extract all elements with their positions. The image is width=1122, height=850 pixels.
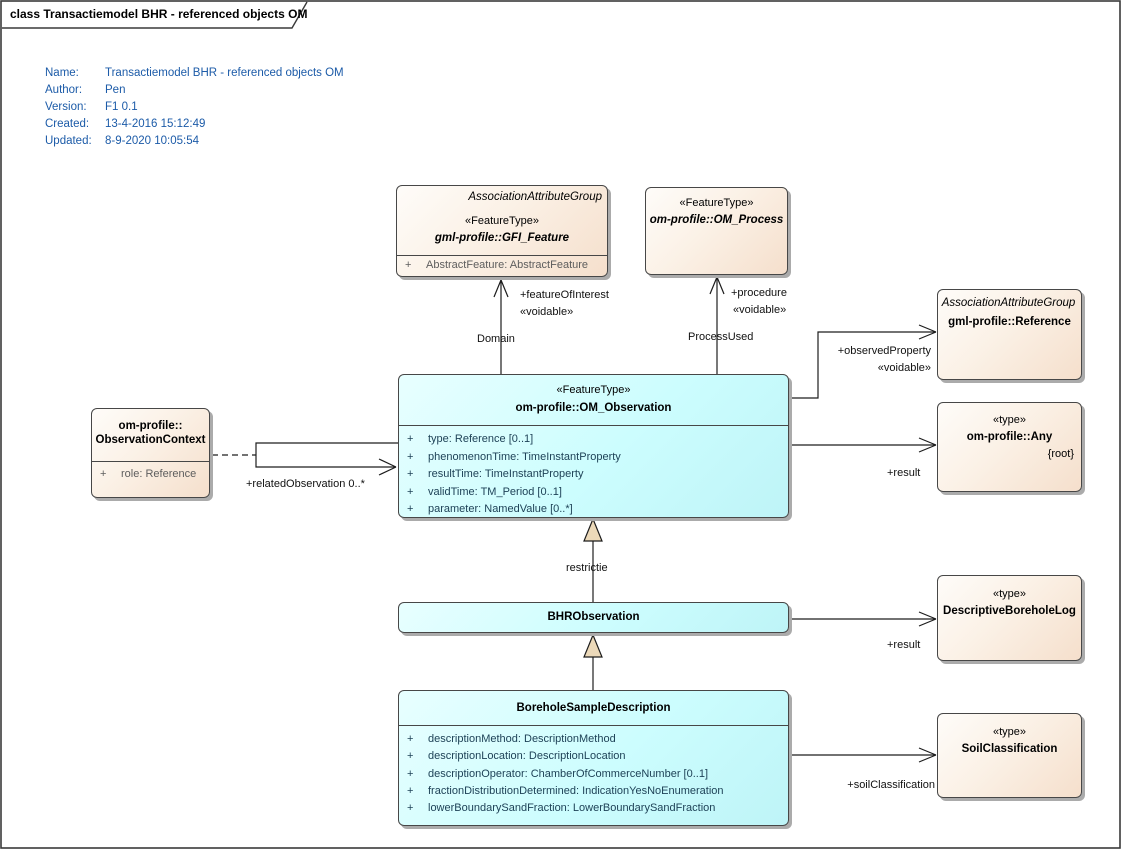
generalization-name-restrictie: restrictie xyxy=(566,562,608,574)
class-name: om-profile:: xyxy=(118,420,183,432)
class-bhr-observation[interactable]: BHRObservation xyxy=(398,602,789,633)
open-arrowhead-icon xyxy=(493,279,509,298)
association-name-processused: ProcessUsed xyxy=(688,331,754,343)
class-stereotype: «FeatureType» xyxy=(556,384,631,396)
attribute-row[interactable]: + descriptionLocation: DescriptionLocati… xyxy=(407,750,626,763)
class-stereotype: «type» xyxy=(992,414,1027,426)
meta-row-version: Version: F1 0.1 xyxy=(45,101,138,113)
class-name: SoilClassification xyxy=(961,743,1058,755)
class-om-observation[interactable]: «FeatureType» om-profile::OM_Observation… xyxy=(398,374,789,518)
class-name: BoreholeSampleDescription xyxy=(516,702,671,714)
meta-row-updated: Updated: 8-9-2020 10:05:54 xyxy=(45,135,199,147)
class-name: BHRObservation xyxy=(547,611,640,623)
attribute-row[interactable]: + AbstractFeature: AbstractFeature xyxy=(405,259,589,271)
compartment-divider xyxy=(92,461,209,462)
open-arrowhead-icon xyxy=(918,747,937,763)
role-related-observation: +relatedObservation 0..* xyxy=(246,478,365,490)
attribute-row[interactable]: + lowerBoundarySandFraction: LowerBounda… xyxy=(407,802,716,815)
open-arrowhead-icon xyxy=(378,458,397,476)
class-stereotype: «type» xyxy=(992,726,1027,738)
role-feature-of-interest: +featureOfInterest xyxy=(520,289,609,301)
diagram-title: class Transactiemodel BHR - referenced o… xyxy=(10,7,308,21)
attribute-row[interactable]: + parameter: NamedValue [0..*] xyxy=(407,503,573,515)
attribute-row[interactable]: + validTime: TM_Period [0..1] xyxy=(407,485,562,498)
class-name: gml-profile::GFI_Feature xyxy=(434,232,570,244)
compartment-divider xyxy=(399,725,788,726)
class-group-label: AssociationAttributeGroup xyxy=(941,297,1076,309)
connector-generalization-borehole[interactable] xyxy=(583,633,603,690)
role-result-bhr: +result xyxy=(887,639,921,651)
class-stereotype: «type» xyxy=(992,588,1027,600)
compartment-divider xyxy=(399,425,788,426)
role-observed-property: +observedProperty xyxy=(837,345,931,357)
generalization-triangle-icon xyxy=(583,633,603,658)
class-name: om-profile::OM_Observation xyxy=(515,402,672,414)
class-borehole-sample-description[interactable]: BoreholeSampleDescription + descriptionM… xyxy=(398,690,789,826)
class-descriptive-borehole-log[interactable]: «type» DescriptiveBoreholeLog xyxy=(937,575,1082,661)
attribute-row[interactable]: + resultTime: TimeInstantProperty xyxy=(407,468,584,480)
class-name: gml-profile::Reference xyxy=(948,316,1071,328)
class-gfi-feature[interactable]: AssociationAttributeGroup «FeatureType» … xyxy=(396,185,608,277)
class-name: om-profile::OM_Process xyxy=(649,214,784,226)
association-name-domain: Domain xyxy=(477,333,515,345)
class-soil-classification[interactable]: «type» SoilClassification xyxy=(937,713,1082,798)
attribute-row[interactable]: + fractionDistributionDetermined: Indica… xyxy=(407,784,724,797)
meta-row-created: Created: 13-4-2016 15:12:49 xyxy=(45,118,206,130)
connector-result-observation[interactable] xyxy=(789,437,937,453)
connector-result-bhr[interactable] xyxy=(789,611,937,627)
class-observation-context[interactable]: om-profile:: ObservationContext + role: … xyxy=(91,408,210,498)
attribute-row[interactable]: + phenomenonTime: TimeInstantProperty xyxy=(407,450,621,463)
open-arrowhead-icon xyxy=(918,611,937,627)
open-arrowhead-icon xyxy=(918,437,937,453)
diagram-title-tab xyxy=(2,1,308,29)
stereotype-voidable: «voidable» xyxy=(877,362,931,374)
meta-row-name: Name: Transactiemodel BHR - referenced o… xyxy=(45,67,344,79)
class-stereotype: «FeatureType» xyxy=(679,197,754,209)
class-om-process[interactable]: «FeatureType» om-profile::OM_Process xyxy=(645,187,788,275)
stereotype-voidable: «voidable» xyxy=(733,304,787,316)
role-procedure: +procedure xyxy=(731,287,787,299)
class-om-any[interactable]: «type» om-profile::Any {root} xyxy=(937,402,1082,492)
stereotype-voidable: «voidable» xyxy=(520,306,574,318)
attribute-row[interactable]: + role: Reference xyxy=(100,468,197,480)
connector-procedure[interactable] xyxy=(709,276,725,374)
connector-soil-classification[interactable] xyxy=(789,747,937,763)
class-stereotype: «FeatureType» xyxy=(465,215,539,227)
connector-feature-of-interest[interactable] xyxy=(493,279,509,374)
open-arrowhead-icon xyxy=(918,324,937,340)
attribute-row[interactable]: + type: Reference [0..1] xyxy=(407,433,534,445)
compartment-divider xyxy=(397,255,607,256)
class-gml-reference[interactable]: AssociationAttributeGroup gml-profile::R… xyxy=(937,289,1082,380)
meta-row-author: Author: Pen xyxy=(45,84,126,96)
class-constraint: {root} xyxy=(1047,448,1074,460)
class-name: DescriptiveBoreholeLog xyxy=(943,605,1076,617)
diagram-metadata: Name: Transactiemodel BHR - referenced o… xyxy=(45,65,344,150)
role-soil-classification: +soilClassification xyxy=(847,779,935,791)
class-name: om-profile::Any xyxy=(966,431,1053,443)
attribute-row[interactable]: + descriptionMethod: DescriptionMethod xyxy=(407,733,616,745)
connector-restrictie-generalization[interactable] xyxy=(583,517,603,602)
connector-observed-property[interactable] xyxy=(789,324,937,399)
connector-related-observation[interactable] xyxy=(212,442,398,476)
generalization-triangle-icon xyxy=(583,517,603,542)
class-group-label: AssociationAttributeGroup xyxy=(468,191,602,203)
open-arrowhead-icon xyxy=(709,276,725,295)
attribute-row[interactable]: + descriptionOperator: ChamberOfCommerce… xyxy=(407,767,708,780)
class-name: ObservationContext xyxy=(95,434,206,446)
role-result-observation: +result xyxy=(887,467,921,479)
